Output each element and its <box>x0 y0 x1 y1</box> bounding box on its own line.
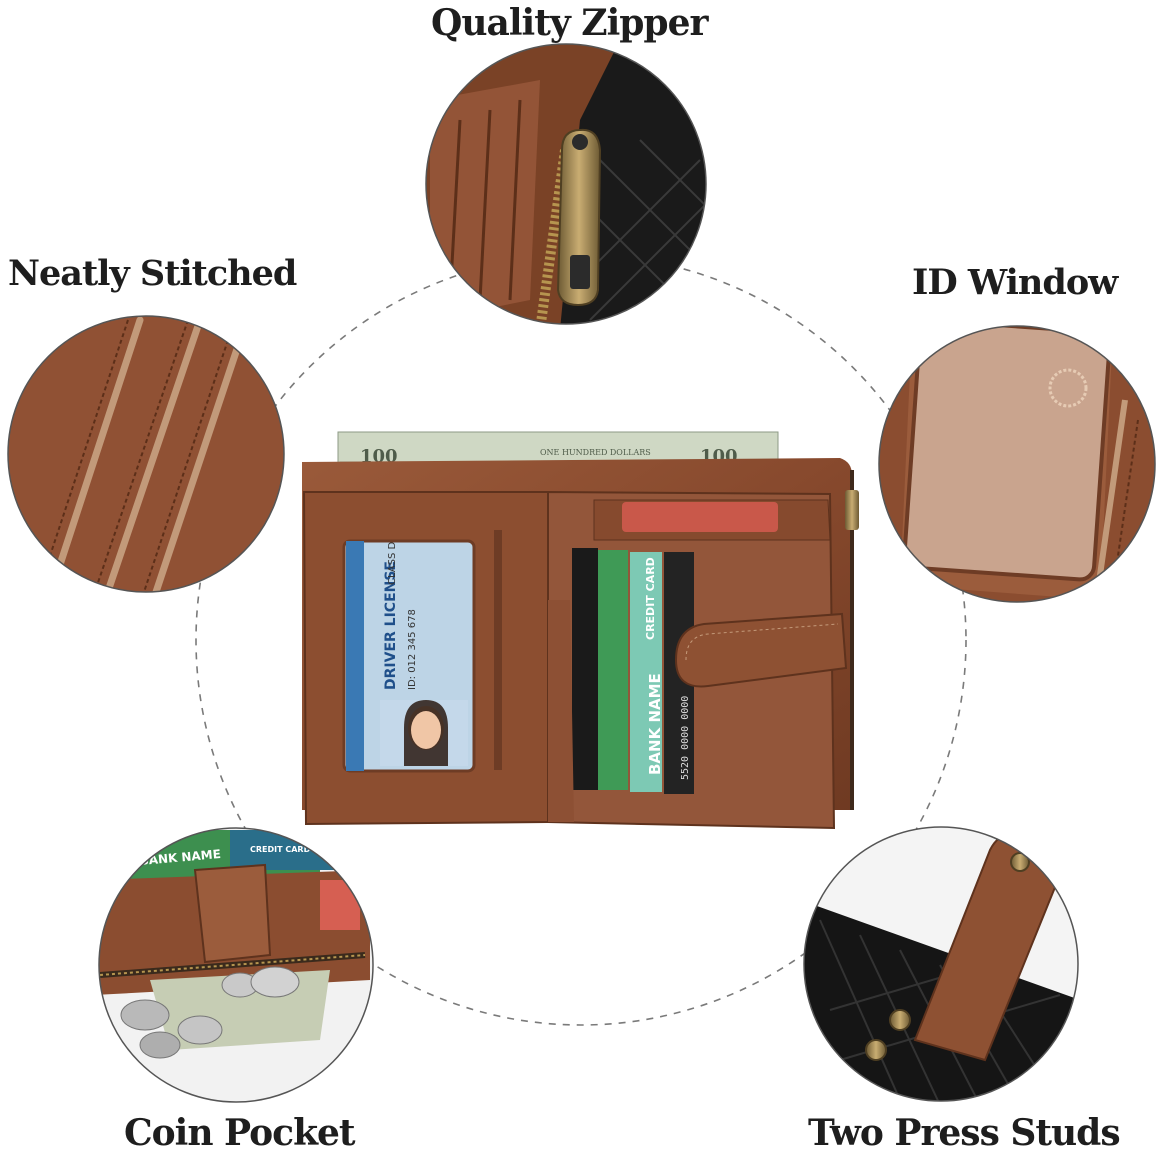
card-number: 5520 0000 0000 <box>680 696 691 780</box>
coin-icon <box>250 966 300 998</box>
press-stud-icon <box>889 1009 911 1031</box>
license-class: CLASS D <box>387 542 398 585</box>
coin-pocket-inset: BANK NAME CREDIT CARD <box>99 828 373 1102</box>
license-title: DRIVER LICENSE <box>383 561 399 690</box>
coin-card-credit-text: CREDIT CARD <box>250 845 311 854</box>
side-zipper-pull <box>845 490 859 530</box>
quality-zipper-label: Quality Zipper <box>431 2 708 44</box>
card-red <box>622 502 778 532</box>
id-window-panel <box>902 326 1112 582</box>
card-bank-label: BANK NAME <box>646 673 664 775</box>
press-stud-icon <box>1010 852 1030 872</box>
snap-strap <box>674 612 848 688</box>
id-window-inset <box>879 326 1155 602</box>
license-id: ID: 012 345 678 <box>407 609 418 690</box>
coin-strap <box>193 863 272 964</box>
press-studs-inset <box>804 827 1078 1101</box>
two-press-studs-label: Two Press Studs <box>808 1112 1121 1154</box>
coin-icon <box>139 1031 181 1059</box>
card-credit-label: CREDIT CARD <box>644 557 657 640</box>
wallet-main: 100 100 ONE HUNDRED DOLLARS 100 100 DRIV… <box>302 431 859 830</box>
sun-emblem-icon <box>1048 368 1088 408</box>
dashed-connector-ring <box>195 254 967 1026</box>
card-green <box>598 550 628 790</box>
neatly-stitched-inset <box>8 316 284 592</box>
coin-icon <box>177 1015 223 1045</box>
bill-caption: ONE HUNDRED DOLLARS <box>540 448 651 457</box>
card-teal <box>630 552 662 792</box>
neatly-stitched-label: Neatly Stitched <box>8 253 297 294</box>
card-black <box>572 548 598 790</box>
id-window-label: ID Window <box>912 262 1118 303</box>
coin-icon <box>120 999 170 1031</box>
quality-zipper-inset <box>426 44 706 324</box>
press-stud-icon <box>865 1039 887 1061</box>
coin-pocket-label: Coin Pocket <box>124 1112 356 1154</box>
